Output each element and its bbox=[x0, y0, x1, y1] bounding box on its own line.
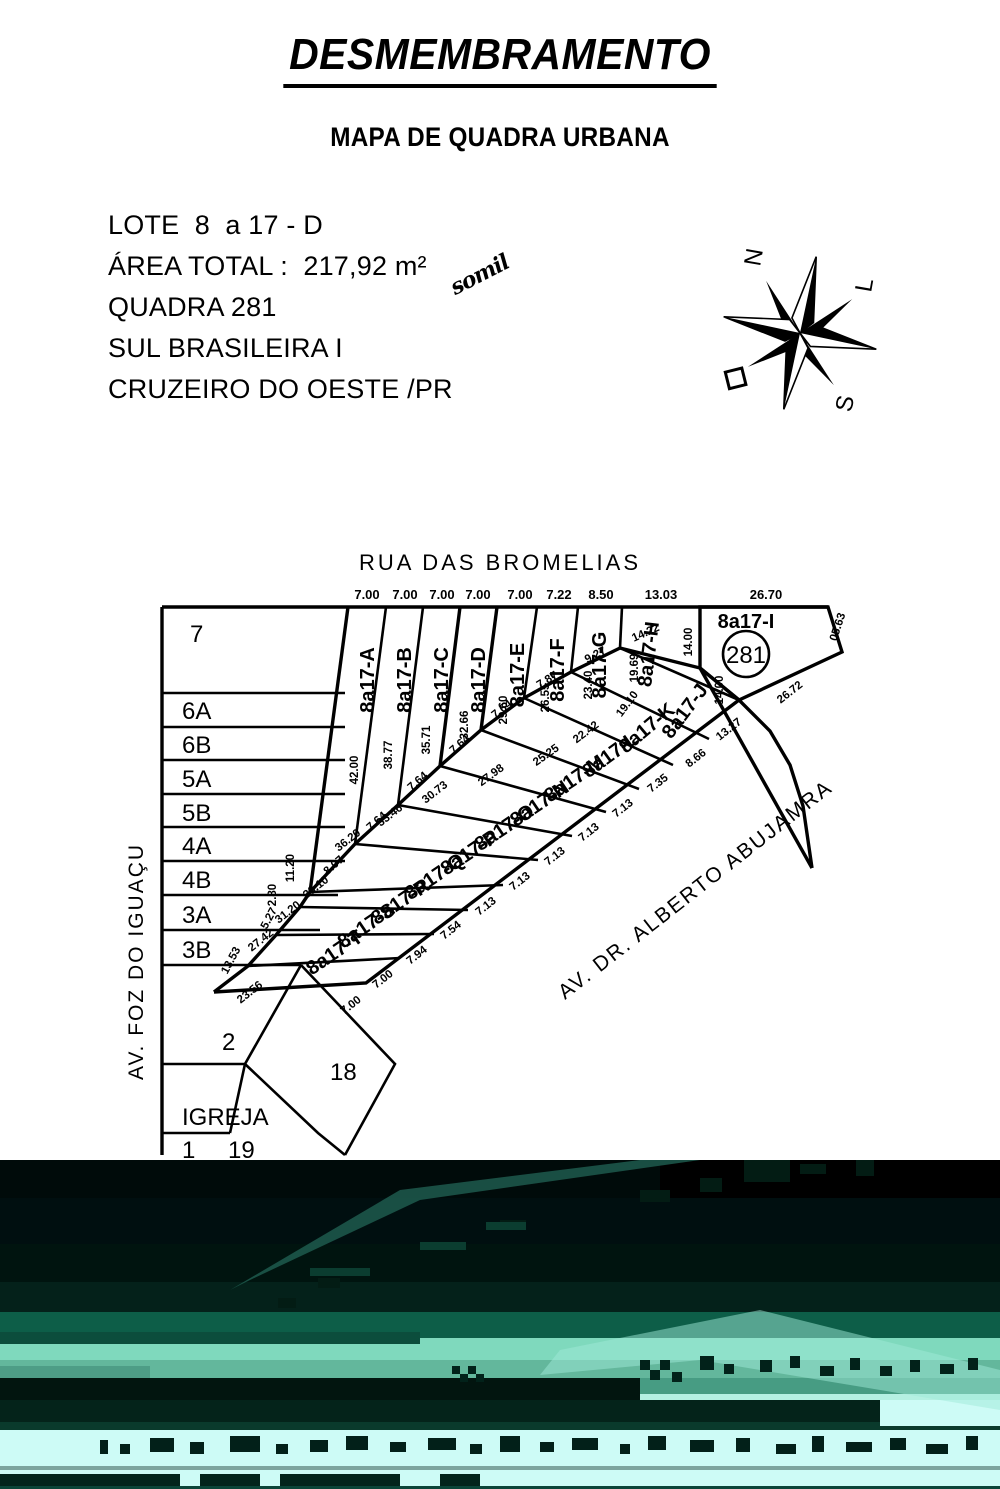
svg-text:11.20: 11.20 bbox=[285, 854, 297, 882]
street-label-left: AV. FOZ DO IGUAÇU bbox=[125, 843, 148, 1080]
info-loteamento: SUL BRASILEIRA I bbox=[108, 333, 343, 364]
neighbor-lot-igreja: IGREJA bbox=[182, 1104, 269, 1131]
lot-label-8a17-F: 8a17-F bbox=[547, 638, 569, 701]
svg-text:23.40: 23.40 bbox=[583, 671, 595, 700]
svg-text:29.60: 29.60 bbox=[498, 696, 510, 725]
page-subtitle: MAPA DE QUADRA URBANA bbox=[330, 122, 670, 152]
neighbor-lot-7: 7 bbox=[190, 621, 203, 648]
compass-south-label: S bbox=[830, 393, 860, 414]
neighbor-lot-5A: 5A bbox=[182, 766, 211, 793]
svg-text:7.13: 7.13 bbox=[543, 845, 568, 868]
svg-text:39.10: 39.10 bbox=[301, 874, 331, 901]
svg-text:27.98: 27.98 bbox=[476, 762, 507, 789]
info-area-total: ÁREA TOTAL : 217,92 m² bbox=[108, 251, 427, 282]
neighbor-lot-18: 18 bbox=[330, 1059, 357, 1086]
svg-text:26.55: 26.55 bbox=[540, 683, 552, 712]
svg-text:7.00: 7.00 bbox=[392, 587, 417, 602]
block-map: 7.00 7.00 7.00 7.00 7.00 7.22 8.50 13.03… bbox=[0, 580, 1000, 1160]
svg-text:7.00: 7.00 bbox=[371, 968, 396, 991]
svg-text:7.22: 7.22 bbox=[546, 587, 571, 602]
svg-text:7.00: 7.00 bbox=[429, 587, 454, 602]
svg-text:7.00: 7.00 bbox=[339, 994, 364, 1017]
neighbor-lot-4A: 4A bbox=[182, 833, 211, 860]
neighbor-lot-4B: 4B bbox=[182, 867, 211, 894]
info-quadra: QUADRA 281 bbox=[108, 292, 277, 323]
compass-rose-icon: N L S bbox=[705, 235, 895, 425]
lot-label-8a17-G: 8a17-G bbox=[589, 632, 611, 699]
svg-text:7.35: 7.35 bbox=[646, 772, 672, 796]
svg-text:14.00: 14.00 bbox=[683, 628, 695, 657]
lot-label-8a17-B: 8a17-B bbox=[394, 647, 416, 713]
svg-text:14.00: 14.00 bbox=[714, 676, 726, 705]
lot-label-8a17-A: 8a17-A bbox=[357, 647, 379, 713]
lot-label-8a17-I: 8a17-I bbox=[718, 611, 775, 633]
neighbor-lot-6A: 6A bbox=[182, 698, 211, 725]
svg-text:7.64: 7.64 bbox=[406, 769, 431, 793]
neighbor-lot-column: 7 6A 6B 5A 5B 4A 4B 3A 3B 2 IGREJA 1 19 … bbox=[160, 607, 397, 1160]
svg-text:7.13: 7.13 bbox=[611, 797, 636, 820]
neighbor-lot-3B: 3B bbox=[182, 937, 211, 964]
svg-text:8.50: 8.50 bbox=[588, 587, 613, 602]
svg-text:8.66: 8.66 bbox=[684, 747, 709, 770]
svg-text:19.69: 19.69 bbox=[629, 654, 641, 683]
subdivided-lots: 8a17-I 281 8a17-A 8a17-B 8a17-C 8a17-D 8… bbox=[212, 605, 845, 994]
lot-label-8a17-C: 8a17-C bbox=[431, 647, 453, 713]
svg-text:32.66: 32.66 bbox=[459, 711, 471, 740]
svg-text:13.03: 13.03 bbox=[645, 587, 678, 602]
svg-text:42.00: 42.00 bbox=[349, 756, 361, 785]
corrupted-image-region bbox=[0, 1160, 1000, 1489]
property-info-block: LOTE 8 a 17 - D ÁREA TOTAL : 217,92 m² Q… bbox=[108, 205, 453, 410]
neighbor-lot-2: 2 bbox=[222, 1029, 235, 1056]
svg-text:7.00: 7.00 bbox=[507, 587, 532, 602]
svg-text:25.25: 25.25 bbox=[531, 742, 562, 769]
svg-text:7.00: 7.00 bbox=[354, 587, 379, 602]
page-title-text: DESMEMBRAMENTO bbox=[283, 30, 717, 88]
neighbor-lot-1: 1 bbox=[182, 1137, 195, 1160]
handwritten-annotation: somil bbox=[446, 249, 514, 301]
svg-text:33.46: 33.46 bbox=[375, 802, 405, 829]
info-municipio: CRUZEIRO DO OESTE /PR bbox=[108, 374, 453, 405]
svg-text:7.54: 7.54 bbox=[439, 919, 465, 943]
svg-text:35.71: 35.71 bbox=[421, 725, 433, 754]
neighbor-lot-19: 19 bbox=[228, 1137, 255, 1160]
lot-label-8a17-D: 8a17-D bbox=[468, 647, 490, 713]
svg-text:26.72: 26.72 bbox=[775, 679, 805, 706]
block-number-281: 281 bbox=[726, 642, 766, 669]
street-label-top: RUA DAS BROMELIAS bbox=[358, 550, 642, 575]
svg-text:23.56: 23.56 bbox=[235, 979, 265, 1006]
info-lote: LOTE 8 a 17 - D bbox=[108, 210, 323, 240]
svg-text:26.70: 26.70 bbox=[750, 587, 783, 602]
top-dimension-labels: 7.00 7.00 7.00 7.00 7.00 7.22 8.50 13.03… bbox=[354, 587, 782, 602]
compass-east-label: L bbox=[850, 276, 879, 294]
neighbor-lot-6B: 6B bbox=[182, 732, 211, 759]
neighbor-lot-3A: 3A bbox=[182, 902, 211, 929]
svg-text:7.13: 7.13 bbox=[577, 821, 602, 844]
svg-text:7.94: 7.94 bbox=[405, 944, 431, 968]
svg-text:7.00: 7.00 bbox=[465, 587, 490, 602]
lot-label-8a17-E: 8a17-E bbox=[507, 643, 529, 708]
compass-north-label: N bbox=[739, 246, 769, 268]
svg-text:22.42: 22.42 bbox=[571, 719, 601, 746]
svg-text:38.77: 38.77 bbox=[383, 741, 395, 770]
svg-text:2.80: 2.80 bbox=[267, 884, 279, 906]
page-title: DESMEMBRAMENTO bbox=[35, 30, 965, 88]
neighbor-lot-5B: 5B bbox=[182, 800, 211, 827]
